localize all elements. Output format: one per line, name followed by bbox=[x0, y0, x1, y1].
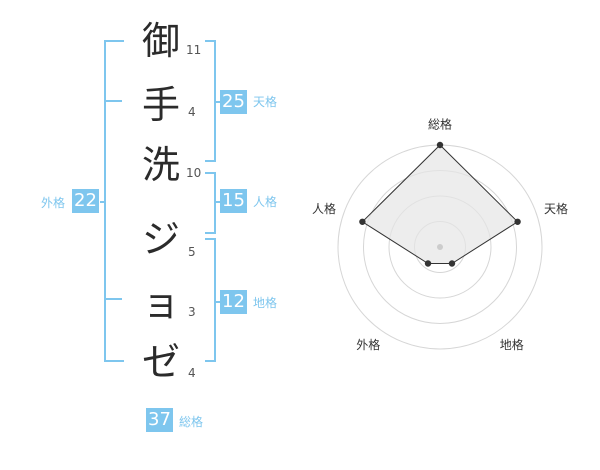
radar-point-2 bbox=[514, 218, 521, 225]
tenkaku-label: 天格 bbox=[253, 95, 278, 109]
radar-area bbox=[361, 144, 519, 265]
name-char-1: 御 bbox=[141, 19, 180, 63]
jinkaku-label: 人格 bbox=[253, 195, 278, 209]
gaikaku-value: 22 bbox=[72, 189, 99, 213]
radar-point-1 bbox=[436, 141, 444, 149]
jinkaku-bracket bbox=[205, 172, 216, 234]
gaikaku-bracket-tick bbox=[100, 201, 105, 203]
radar-axis-label-4: 外格 bbox=[356, 337, 380, 352]
jinkaku-value: 15 bbox=[220, 189, 247, 213]
chikaku-label: 地格 bbox=[253, 296, 278, 310]
chikaku-bracket-tick bbox=[214, 301, 220, 303]
jinkaku-bracket-tick bbox=[214, 201, 220, 203]
stroke-count-5: 3 bbox=[188, 305, 196, 319]
name-char-6: ゼ bbox=[141, 340, 180, 384]
stroke-count-3: 10 bbox=[186, 166, 202, 180]
stroke-count-2: 4 bbox=[188, 105, 196, 119]
soukaku-label: 総格 bbox=[179, 415, 204, 429]
radar-axis-label-5: 人格 bbox=[312, 201, 336, 216]
name-char-5: ョ bbox=[141, 281, 180, 325]
tenkaku-value: 25 bbox=[220, 90, 247, 114]
radar-axis-label-1: 総格 bbox=[428, 117, 452, 132]
radar-axis-label-2: 天格 bbox=[544, 201, 568, 216]
radar-center-point bbox=[437, 244, 443, 250]
chikaku-value: 12 bbox=[220, 290, 247, 314]
name-char-3: 洗 bbox=[141, 143, 180, 187]
radar-point-3 bbox=[448, 260, 456, 267]
gaikaku-bracket-stem-2 bbox=[104, 298, 122, 300]
stroke-count-1: 11 bbox=[186, 43, 202, 57]
soukaku-value: 37 bbox=[146, 408, 173, 432]
gaikaku-bracket bbox=[104, 40, 124, 362]
radar-point-5 bbox=[359, 218, 366, 225]
tenkaku-bracket-tick bbox=[214, 101, 220, 103]
gaikaku-bracket-stem-1 bbox=[104, 100, 122, 102]
radar-point-4 bbox=[424, 260, 432, 267]
name-char-2: 手 bbox=[141, 83, 180, 127]
chikaku-bracket bbox=[205, 238, 216, 362]
name-char-4: ジ bbox=[141, 217, 180, 261]
radar-axis-label-3: 地格 bbox=[500, 337, 524, 352]
stroke-count-4: 5 bbox=[188, 245, 196, 259]
gaikaku-label: 外格 bbox=[41, 196, 66, 210]
stroke-count-6: 4 bbox=[188, 366, 196, 380]
